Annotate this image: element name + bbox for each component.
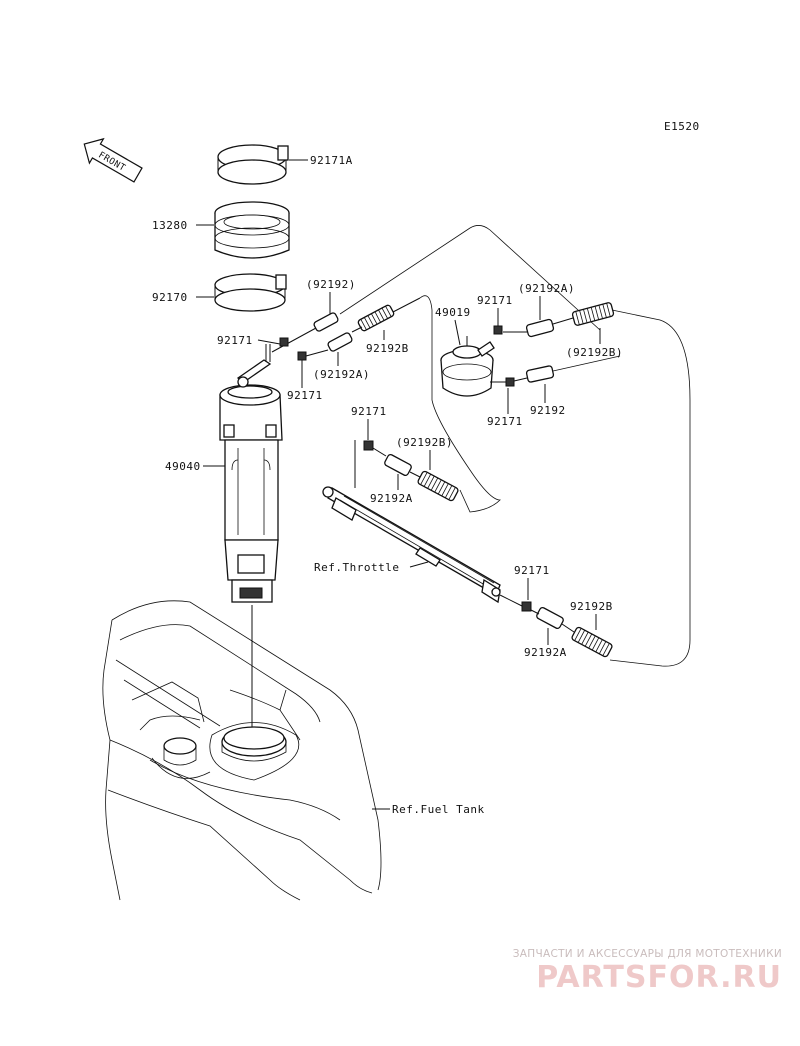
label-92171-filter-lower: 92171 — [487, 415, 523, 428]
hose-92192-top — [313, 312, 339, 332]
label-92192B-left: 92192B — [366, 342, 409, 355]
watermark-tagline: ЗАПЧАСТИ И АКСЕССУАРЫ ДЛЯ МОТОТЕХНИКИ — [512, 948, 782, 960]
watermark-logo: PARTSFOR.RU — [536, 960, 782, 995]
ref-fuel-tank: Ref.Fuel Tank — [392, 803, 485, 816]
filter-49019 — [440, 336, 495, 397]
fuel-line-return — [419, 295, 501, 513]
clip-92171-filter — [493, 325, 503, 335]
label-92192-paren-top: (92192) — [306, 278, 356, 291]
clip-92171-filter-lower — [505, 377, 515, 387]
hose-92192-filter — [525, 365, 555, 383]
label-92192A-paren-filter: (92192A) — [518, 282, 575, 295]
label-92192B-right: 92192B — [570, 600, 613, 613]
label-92192B-paren-mid: (92192B) — [396, 436, 453, 449]
clip-92171-left — [279, 337, 289, 347]
label-92171-left: 92171 — [217, 334, 253, 347]
sleeve-92192B-left — [357, 304, 395, 332]
hose-92192A-filter — [525, 318, 555, 338]
label-92171-left-lower: 92171 — [287, 389, 323, 402]
label-92171A: 92171A — [310, 154, 353, 167]
fuel-pump-49040 — [219, 344, 283, 603]
fuel-line-top — [339, 225, 601, 331]
label-92171-filter: 92171 — [477, 294, 513, 307]
front-arrow-icon: FRONT — [83, 137, 143, 183]
label-49040: 49040 — [165, 460, 201, 473]
hose-92192A-left — [327, 332, 353, 352]
sleeve-92192B-filter — [571, 302, 615, 326]
clamp-92170 — [214, 273, 287, 312]
fuel-tank — [102, 600, 382, 901]
label-92170: 92170 — [152, 291, 188, 304]
label-92192B-paren-filter: (92192B) — [566, 346, 623, 359]
label-49019: 49019 — [435, 306, 471, 319]
label-92192-filter: 92192 — [530, 404, 566, 417]
clamp-92171A — [217, 144, 289, 185]
seal-13280 — [214, 201, 290, 259]
hose-92192A-right — [536, 607, 564, 629]
label-92171-right: 92171 — [514, 564, 550, 577]
watermark: ЗАПЧАСТИ И АКСЕССУАРЫ ДЛЯ МОТОТЕХНИКИ PA… — [513, 948, 782, 995]
clip-92171-right — [521, 601, 532, 612]
clip-92171-mid — [363, 440, 374, 451]
diagram-code: E1520 — [664, 120, 700, 133]
label-92192A-paren-left: (92192A) — [313, 368, 370, 381]
sleeve-92192B-right — [571, 626, 613, 658]
label-92192A-mid: 92192A — [370, 492, 413, 505]
fuel-rail — [322, 486, 501, 604]
fuel-line-filter-right — [609, 309, 691, 667]
label-92192A-right: 92192A — [524, 646, 567, 659]
clip-92171-left-lower — [297, 351, 307, 361]
label-13280: 13280 — [152, 219, 188, 232]
label-92171-mid: 92171 — [351, 405, 387, 418]
hose-92192A-mid — [384, 454, 412, 476]
ref-throttle: Ref.Throttle — [314, 561, 399, 574]
sleeve-92192B-mid — [417, 470, 459, 502]
